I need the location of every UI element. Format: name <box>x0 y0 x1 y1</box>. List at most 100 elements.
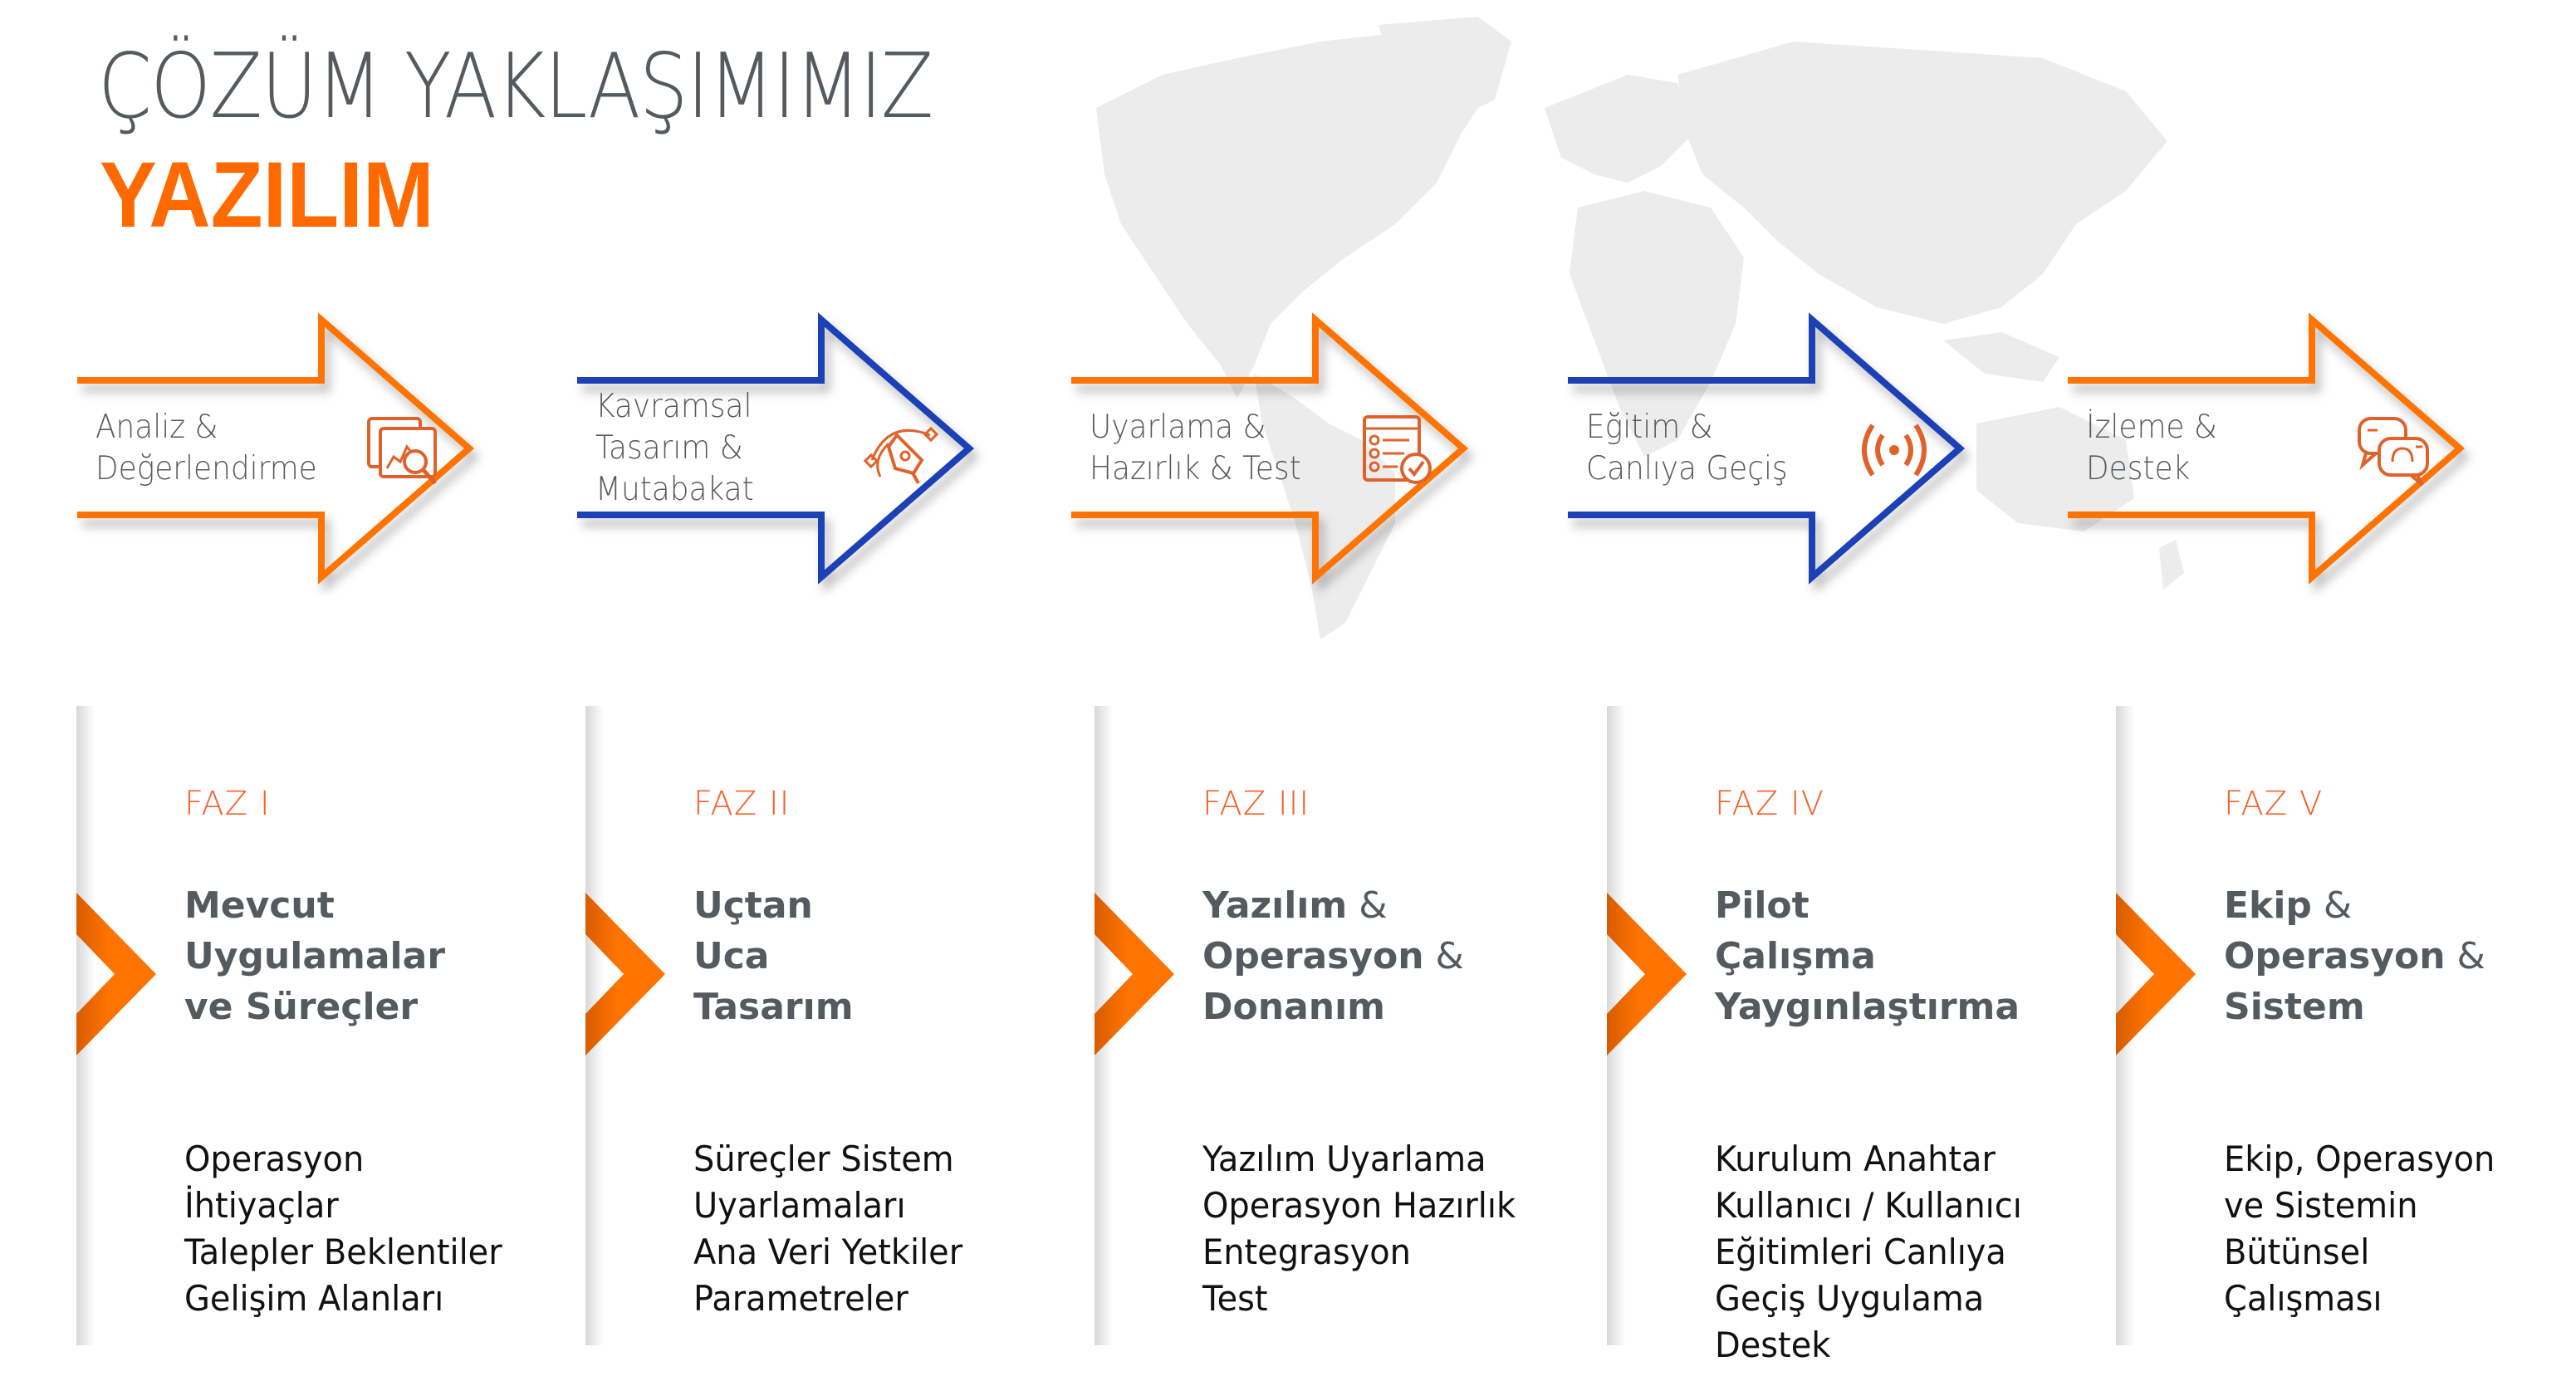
phase-title-bold: Operasyon <box>2224 935 2446 977</box>
phase-title-bold: Çalışma <box>1715 935 1876 977</box>
arrow-label-line: Değerlendirme <box>95 450 317 487</box>
arrow-label-line: Uyarlama & <box>1090 409 1266 446</box>
phase-label: FAZ V <box>2224 785 2324 823</box>
phase-title-line: Ekip & <box>2224 880 2485 931</box>
phase-description-line: Operasyon <box>184 1139 365 1179</box>
phase-description-line: Ekip, Operasyon <box>2224 1139 2495 1179</box>
phase-description-line: Operasyon Hazırlık <box>1202 1185 1516 1226</box>
phase-description-line: Gelişim Alanları <box>184 1278 444 1319</box>
phase-description-line: Test <box>1202 1278 1268 1319</box>
phase-title-bold: Ekip <box>2224 884 2312 927</box>
phase-description-line: Talepler Beklentiler <box>184 1232 502 1272</box>
checklist-icon <box>1358 410 1437 490</box>
arrow-label-line: Destek <box>2086 450 2191 487</box>
phase-description-line: Kullanıcı / Kullanıcı <box>1715 1185 2022 1226</box>
chevron-right-icon <box>76 893 156 1055</box>
phase-title-bold: Yazılım <box>1202 884 1348 927</box>
process-arrow-1 <box>77 312 475 585</box>
phase-title-bold: Uçtan <box>693 884 813 927</box>
arrow-label-line: Analiz & <box>95 409 218 446</box>
arrow-label-line: Kavramsal <box>595 388 752 425</box>
page-title: ÇÖZÜM YAKLAŞIMIMIZ <box>98 35 933 139</box>
phase-title-bold: Operasyon <box>1202 935 1424 977</box>
phase-description-line: Geçiş Uygulama <box>1715 1278 1985 1319</box>
chevron-right-icon <box>1607 893 1687 1055</box>
arrow-label-4: Eğitim & Canlıya Geçiş <box>1586 407 1788 490</box>
phase-description-line: Uyarlamaları <box>693 1185 906 1226</box>
phase-title-line: Operasyon & <box>2224 931 2485 982</box>
phase-description-line: Bütünsel <box>2224 1232 2370 1272</box>
phase-description-line: Ana Veri Yetkiler <box>693 1232 963 1272</box>
process-arrow-5 <box>2068 312 2466 585</box>
pen-tool-icon <box>863 410 943 490</box>
phase-title-line: Mevcut <box>184 880 445 931</box>
broadcast-icon <box>1854 410 1934 490</box>
phase-title-line: Operasyon & <box>1202 931 1464 982</box>
process-arrows <box>77 312 2466 585</box>
phase-description-line: Yazılım Uyarlama <box>1202 1139 1486 1179</box>
phase-title-bold: ve Süreçler <box>184 986 419 1028</box>
arrow-label-line: Tasarım & <box>595 429 743 467</box>
phase-description-line: Entegrasyon <box>1202 1232 1411 1272</box>
phase-title-bold: Pilot <box>1715 884 1810 927</box>
phase-title-bold: Tasarım <box>693 986 854 1028</box>
phase-title: Ekip &Operasyon &Sistem <box>2224 880 2485 1032</box>
phase-title-line: Yaygınlaştırma <box>1715 982 2020 1032</box>
phase-title-line: Donanım <box>1202 982 1464 1032</box>
phase-title-line: ve Süreçler <box>184 982 445 1032</box>
phase-description-line: İhtiyaçlar <box>184 1185 339 1226</box>
world-map-background <box>1096 17 2184 639</box>
phase-title-bold: Sistem <box>2224 986 2365 1028</box>
arrow-label-line: Eğitim & <box>1586 409 1713 446</box>
page-subtitle: YAZILIM <box>100 143 434 247</box>
phase-label: FAZ III <box>1202 785 1310 823</box>
chevron-right-icon <box>2116 893 2196 1055</box>
phase-description-line: Eğitimleri Canlıya <box>1715 1232 2006 1272</box>
arrow-label-line: İzleme & <box>2086 409 2217 446</box>
phase-description-line: ve Sistemin <box>2224 1185 2418 1226</box>
process-arrow-2 <box>577 312 975 585</box>
arrow-label-line: Canlıya Geçiş <box>1586 450 1788 487</box>
phase-title-line: Pilot <box>1715 880 2020 931</box>
arrow-label-3: Uyarlama & Hazırlık & Test <box>1090 407 1301 490</box>
chevron-right-icon <box>1095 893 1174 1055</box>
phase-description-line: Destek <box>1715 1325 1831 1365</box>
phase-description-line: Parametreler <box>693 1278 908 1319</box>
arrow-label-line: Mutabakat <box>595 471 754 508</box>
chevron-right-icon <box>585 893 665 1055</box>
phase-title-line: Yazılım & <box>1202 880 1464 931</box>
phase-title-rest: & <box>2445 935 2485 977</box>
support-chat-icon <box>2354 410 2434 490</box>
process-arrow-4 <box>1568 312 1966 585</box>
phase-label: FAZ II <box>693 785 791 823</box>
phase-title-line: Sistem <box>2224 982 2485 1032</box>
arrow-label-line: Hazırlık & Test <box>1090 450 1301 487</box>
phase-title-line: Uca <box>693 931 854 982</box>
analytics-search-icon <box>364 410 443 490</box>
arrow-label-1: Analiz & Değerlendirme <box>95 407 317 490</box>
process-arrow-3 <box>1071 312 1469 585</box>
phase-title-line: Tasarım <box>693 982 854 1032</box>
phase-title: Yazılım &Operasyon &Donanım <box>1202 880 1464 1032</box>
phase-label: FAZ I <box>184 785 271 823</box>
phase-title-line: Uçtan <box>693 880 854 931</box>
phase-description-line: Kurulum Anahtar <box>1715 1139 1996 1179</box>
phase-description-line: Çalışması <box>2224 1278 2383 1319</box>
phase-title-bold: Uca <box>693 935 770 977</box>
phase-description-line: Süreçler Sistem <box>693 1139 954 1179</box>
phase-title-bold: Mevcut <box>184 884 335 927</box>
phase-title-bold: Donanım <box>1202 986 1386 1028</box>
phase-title-line: Uygulamalar <box>184 931 445 982</box>
